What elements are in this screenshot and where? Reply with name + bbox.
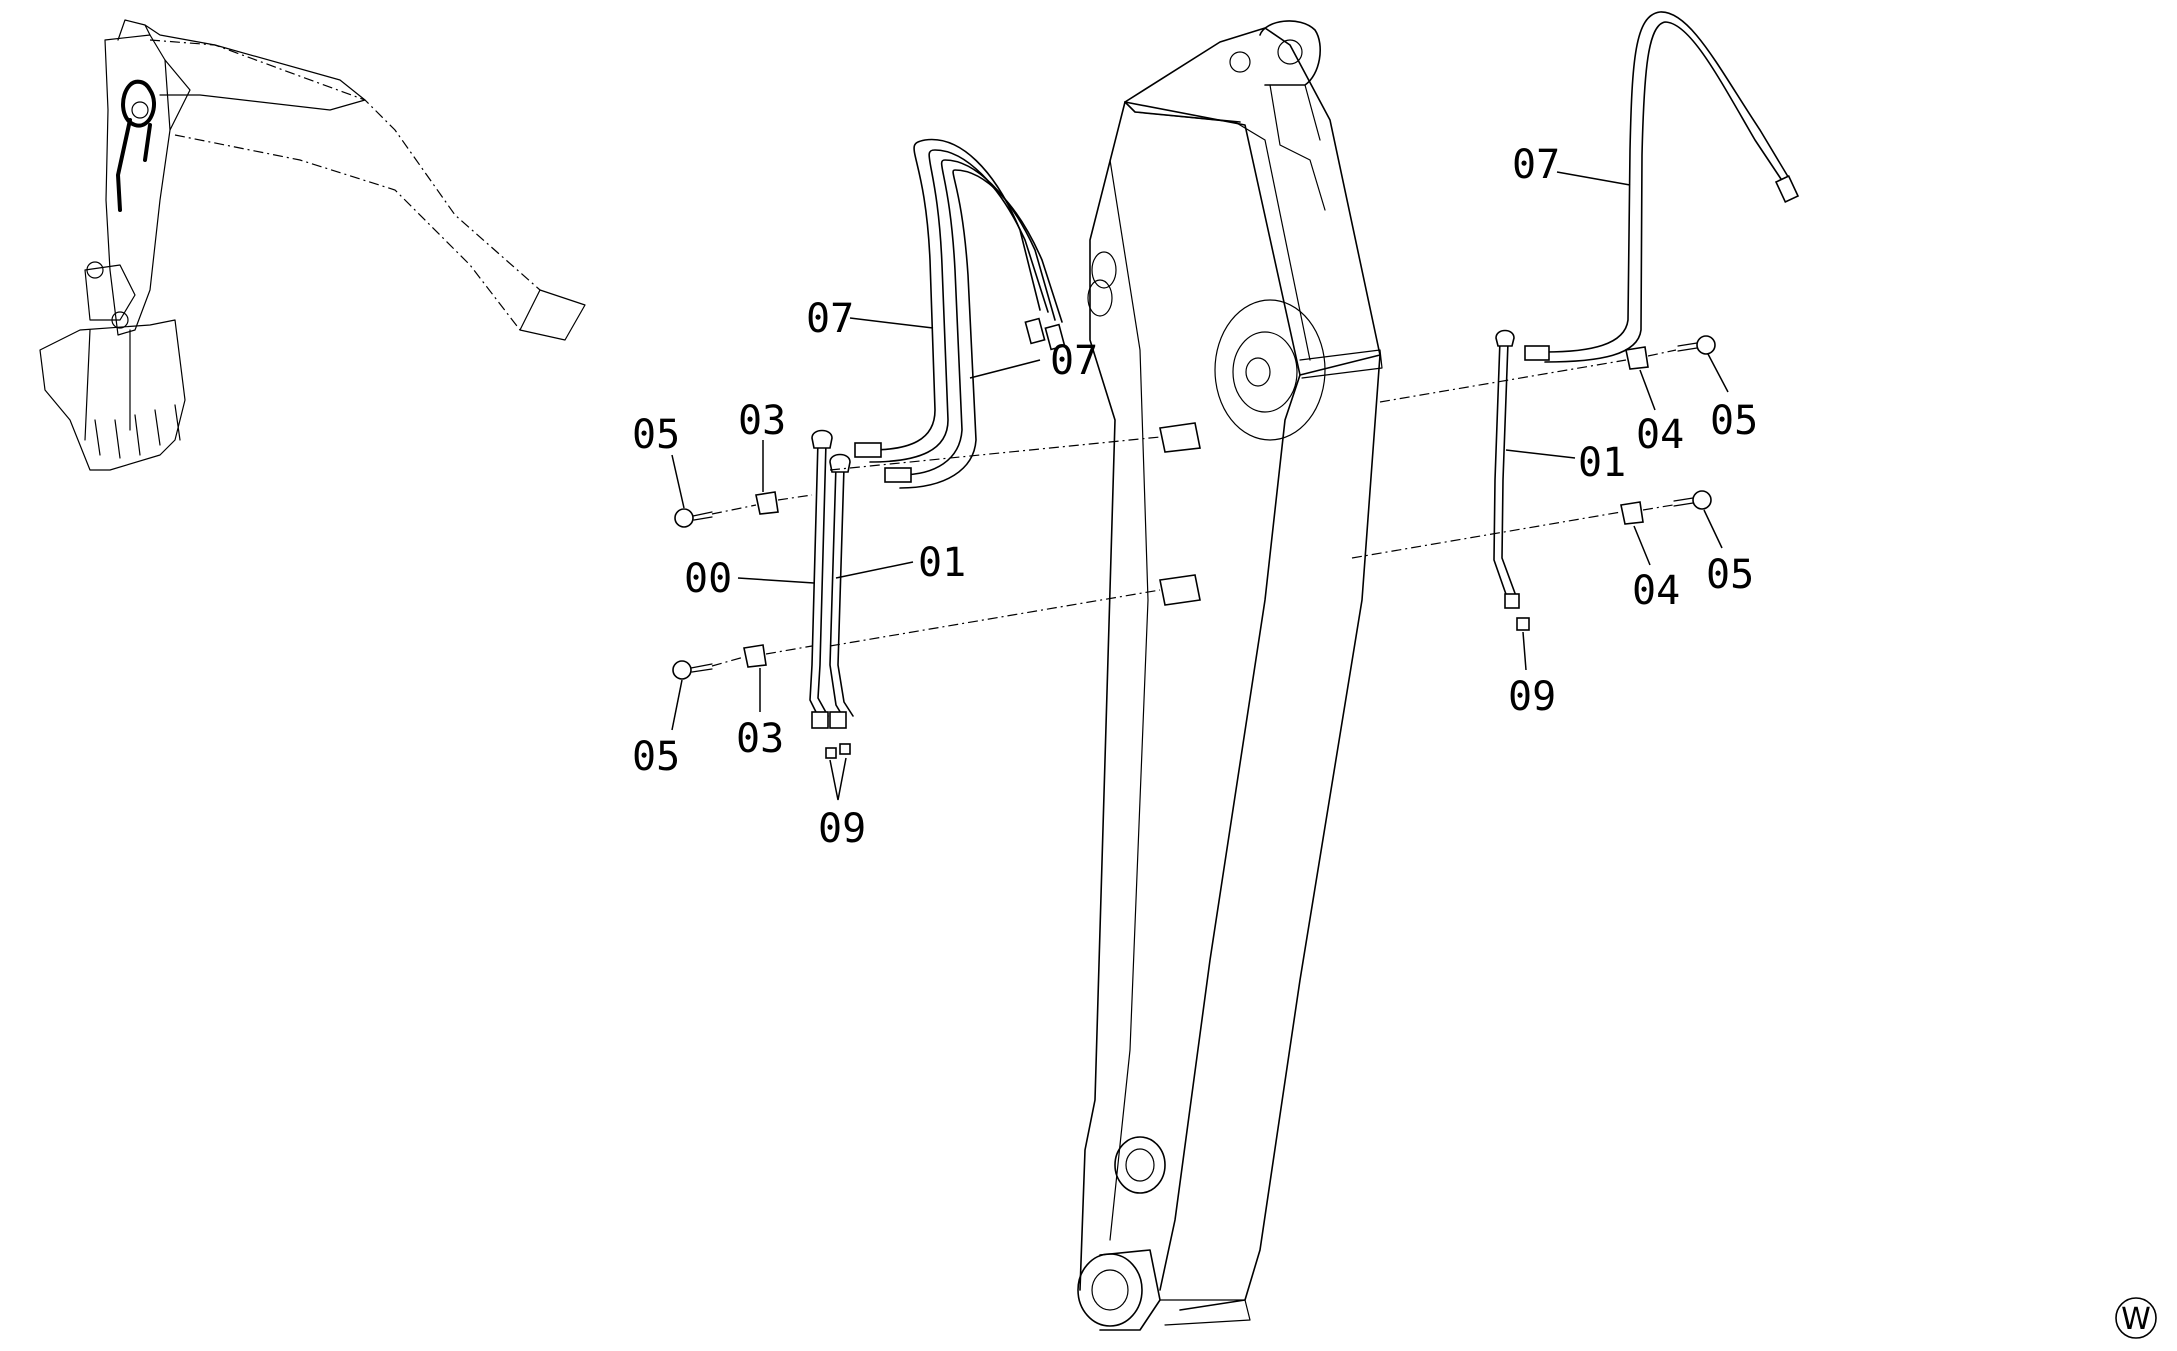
callout-05-top-right: 05: [1710, 398, 1758, 444]
overview-excavator-arm-inset: [39, 19, 586, 471]
leader-lines: [671, 171, 1729, 801]
callout-07-left-outer: 07: [806, 296, 854, 342]
boom-structure: [1077, 20, 1383, 1331]
callout-01-right: 01: [1578, 440, 1626, 486]
corner-mark-letter: W: [2121, 1302, 2151, 1337]
callout-05-bottom-right: 05: [1706, 552, 1754, 598]
callout-04-bottom: 04: [1632, 568, 1680, 614]
callout-05-top-left: 05: [632, 412, 680, 458]
callout-01-left: 01: [918, 540, 966, 586]
callout-03-top: 03: [738, 398, 786, 444]
left-hose-pipe-assembly: [672, 138, 1161, 759]
callout-03-bottom: 03: [736, 716, 784, 762]
callout-04-top: 04: [1636, 412, 1684, 458]
corner-mark: W: [2115, 1297, 2157, 1339]
callout-07-right: 07: [1512, 142, 1560, 188]
callout-09-right: 09: [1508, 674, 1556, 720]
right-hose-pipe-assembly: [1351, 11, 1800, 631]
callout-07-left-inner: 07: [1050, 338, 1098, 384]
callout-00: 00: [684, 556, 732, 602]
callout-labels: 07 07 07 05 03 00 01 05 03 09 01 04 05 0…: [632, 142, 1758, 852]
callout-05-bottom-left: 05: [632, 734, 680, 780]
callout-09-left: 09: [818, 806, 866, 852]
